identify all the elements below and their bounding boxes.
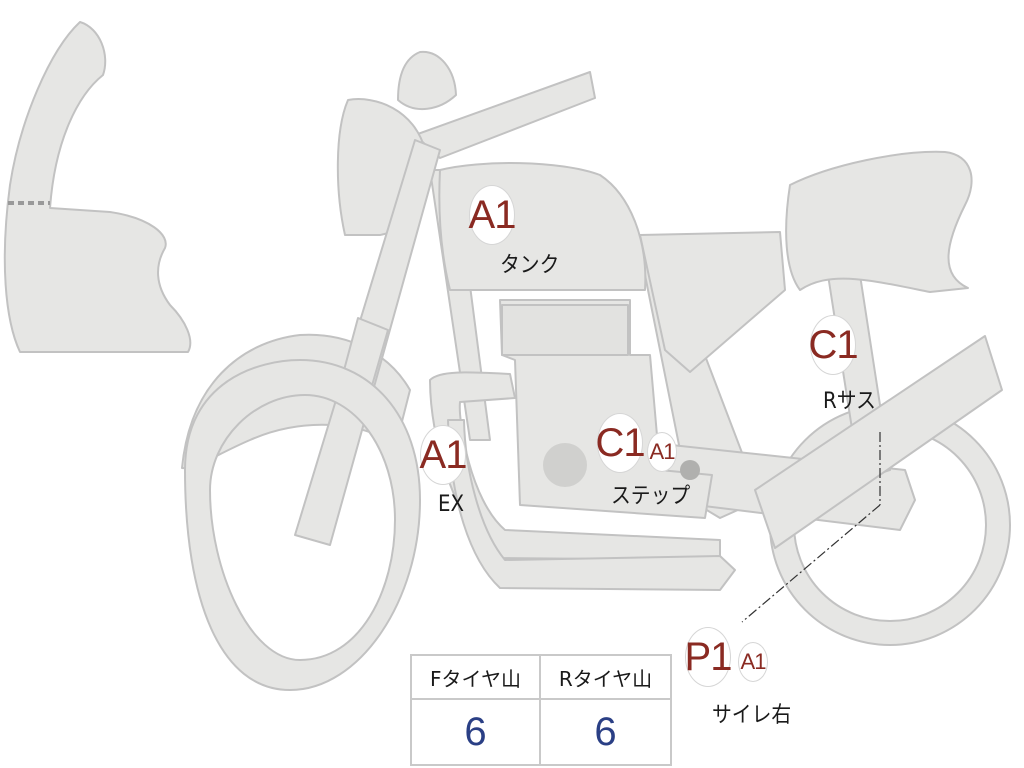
exhaust-grade-badge: A1	[420, 425, 467, 485]
engine-cover-right	[680, 460, 700, 480]
seat	[785, 150, 973, 293]
rear-sus-grade-badge: C1	[808, 315, 859, 375]
tire-tread-table: Fタイヤ山 Rタイヤ山 6 6	[410, 654, 672, 766]
muffler-label: サイレ右	[712, 703, 792, 728]
tank-grade-badge: A1	[469, 185, 516, 245]
front-tire-header: Fタイヤ山	[412, 656, 541, 700]
front-tire-value: 6	[412, 700, 541, 764]
front-fairing	[3, 21, 192, 353]
muffler-grade-badge: P1	[685, 627, 732, 687]
muffler	[754, 335, 1003, 549]
step-grade-badge: C1	[595, 413, 646, 473]
side-cover	[639, 231, 786, 373]
cylinder-fins	[501, 304, 629, 356]
muffler-sub-grade-badge: A1	[738, 642, 768, 682]
step-label: ステップ	[611, 484, 691, 509]
exhaust-pipe-lower	[447, 419, 736, 591]
tank-label: タンク	[500, 253, 560, 278]
exhaust-label: EX	[438, 492, 465, 517]
rear-tire-value: 6	[594, 709, 617, 754]
rear-sus-label: Rサス	[823, 389, 876, 414]
front-wheel	[183, 358, 422, 692]
muffler-leader	[741, 504, 881, 623]
rear-tire-header: Rタイヤ山	[541, 656, 670, 700]
step-sub-grade-badge: A1	[647, 432, 677, 472]
engine-cover-left	[543, 443, 587, 487]
handlebar	[397, 50, 457, 111]
